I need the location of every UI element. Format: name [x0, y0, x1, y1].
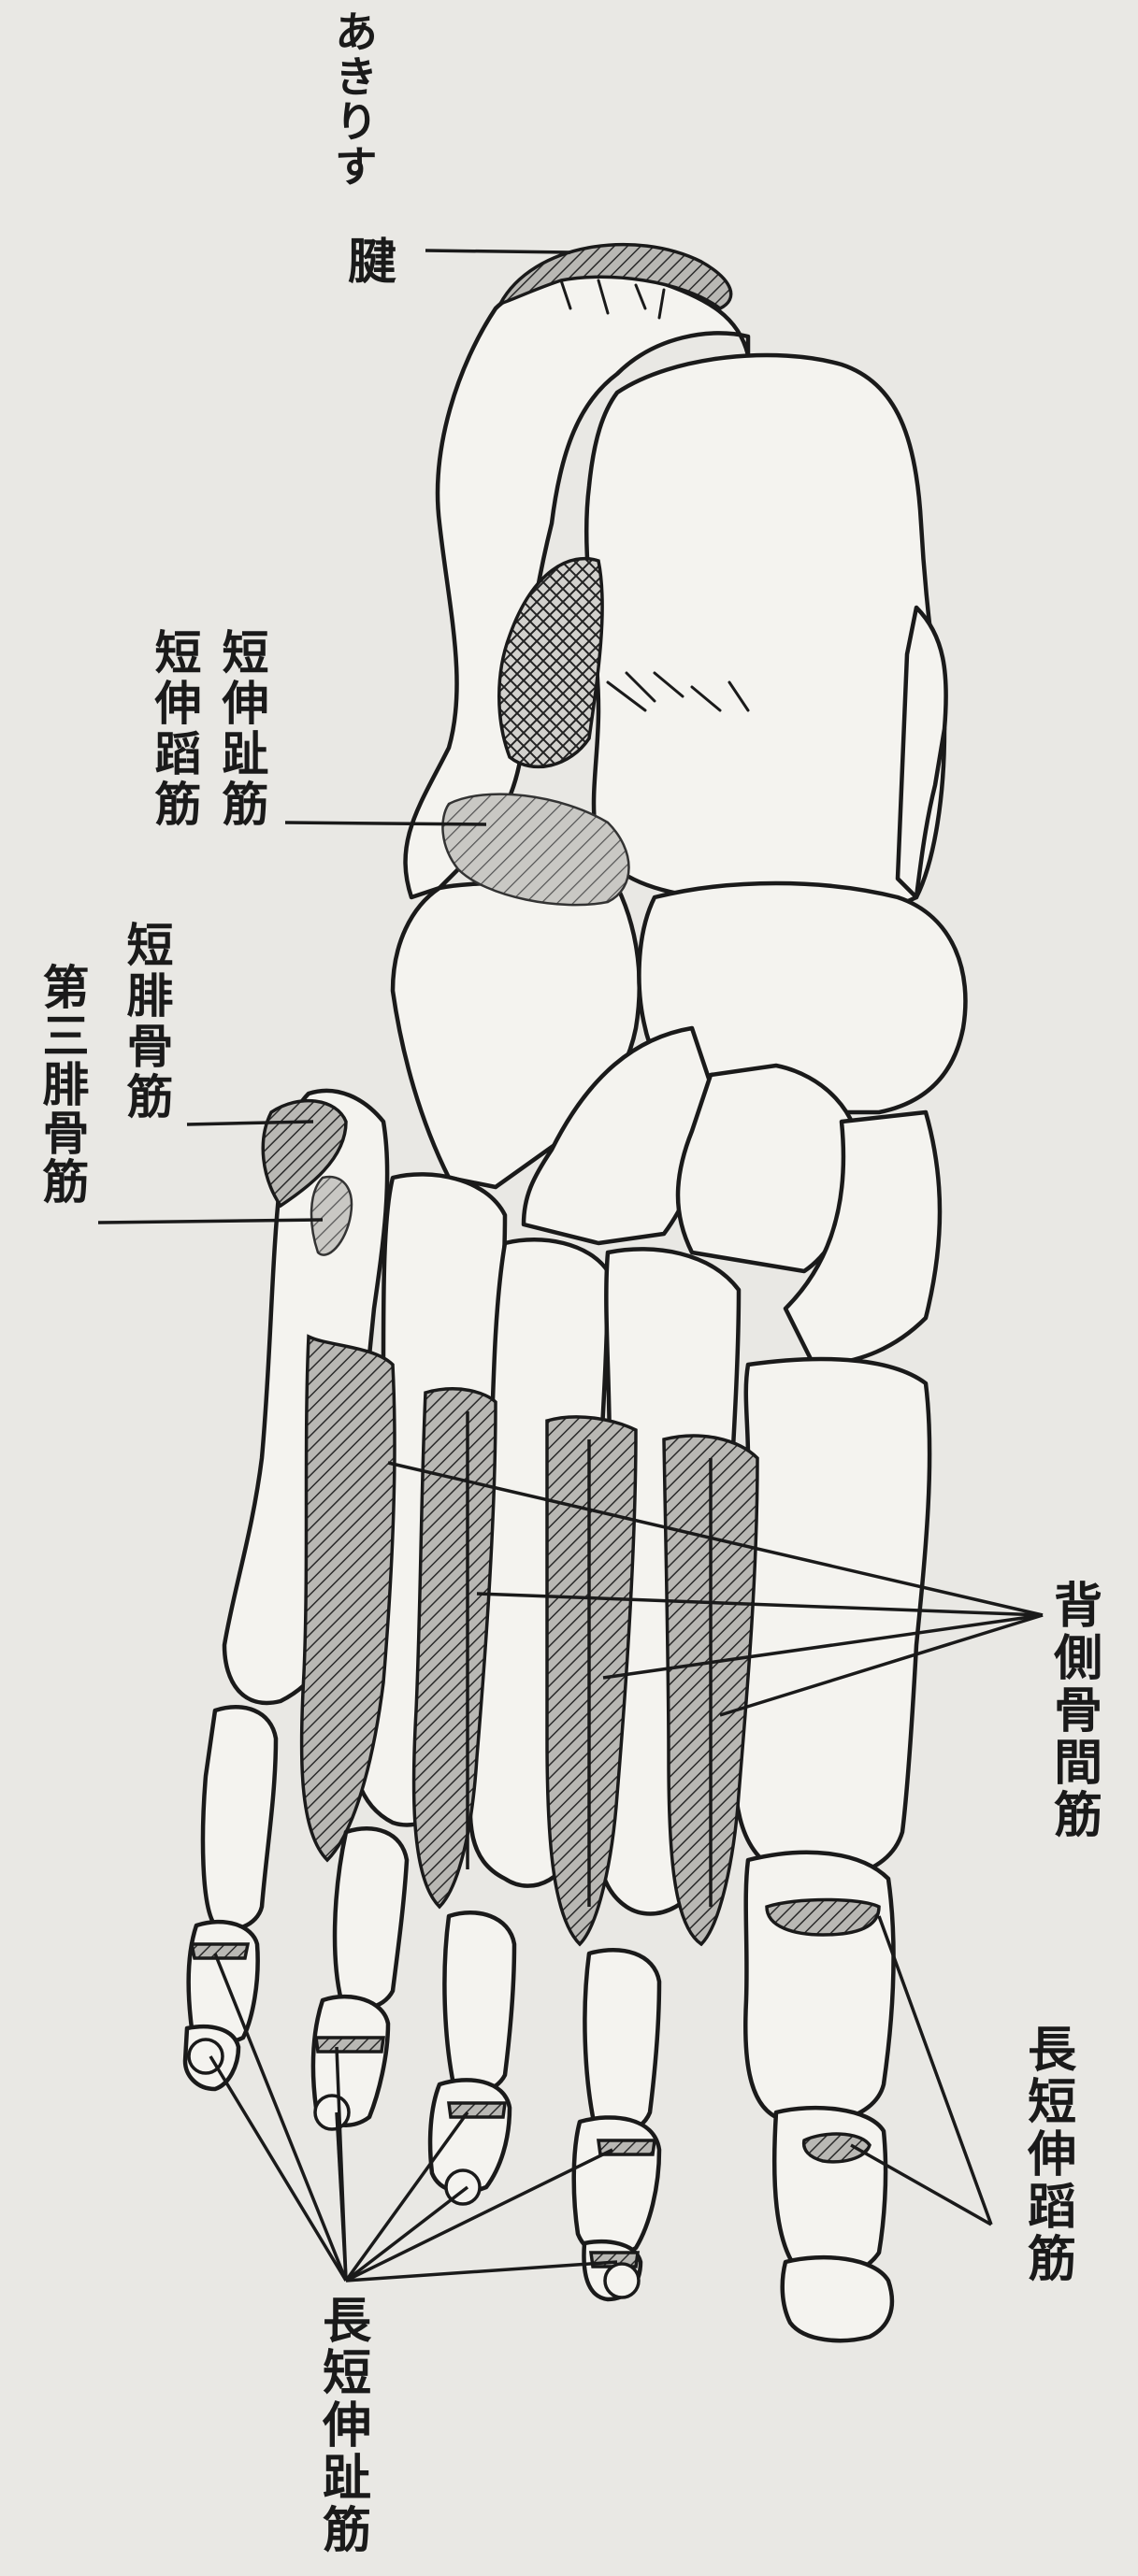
label-ext-digitorum-longus-brevis: 長短伸趾筋 — [316, 2295, 367, 2556]
toe-5-phalanges — [185, 1707, 276, 2089]
leader-achilles — [425, 250, 570, 252]
leader-ext-digitorum — [210, 1953, 617, 2281]
toe-1-phalanges — [745, 1853, 893, 2340]
label-achilles-kana: あきりす — [332, 9, 375, 215]
label-achilles-kanji: 腱 — [348, 222, 396, 293]
label-peroneus-brevis: 短腓骨筋 — [122, 921, 171, 1123]
toe-3-phalanges — [430, 1912, 514, 2204]
metatarsal-1 — [735, 1359, 929, 1879]
label-ext-digitorum-brevis: 短伸趾筋 — [217, 628, 266, 830]
talus-bone — [586, 355, 944, 913]
leader-ext-digitorum-brevis — [285, 823, 486, 824]
toe-4-phalanges — [313, 1828, 407, 2129]
label-peroneus-tertius: 第三腓骨筋 — [37, 963, 87, 1206]
label-ext-hallucis-longus-brevis: 長短伸蹈筋 — [1021, 2024, 1073, 2285]
label-dorsal-interossei: 背側骨間筋 — [1047, 1580, 1099, 1841]
label-ext-hallucis-brevis: 短伸蹈筋 — [150, 628, 199, 830]
toe-2-phalanges — [574, 1950, 659, 2299]
